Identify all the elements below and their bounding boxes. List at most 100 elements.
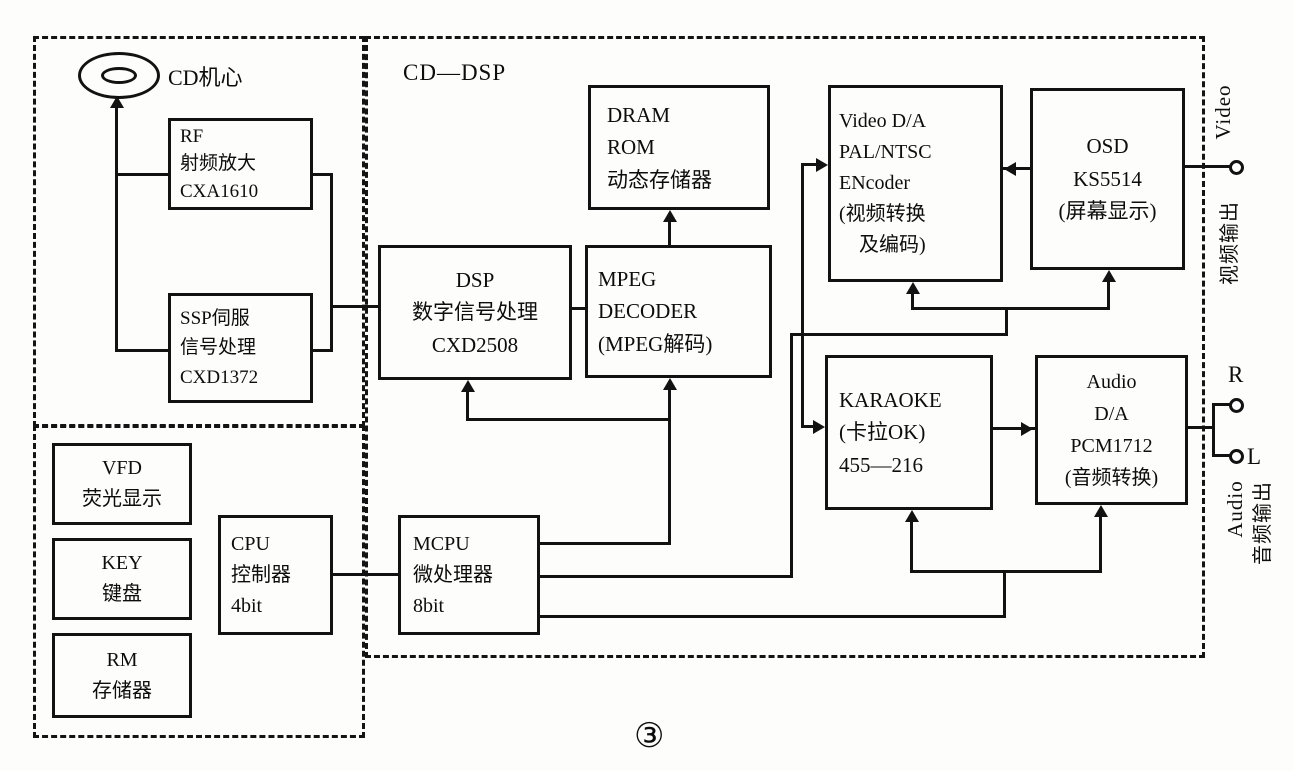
block-line: 微处理器 [413,563,493,586]
block-line: 控制器 [231,563,291,586]
video-output-label-en: Video [1211,84,1235,140]
arrowhead [1021,422,1033,436]
connector [540,615,1006,618]
block-line: (音频转换) [1064,467,1159,489]
block-line: (视频转换 [839,203,926,225]
connector [668,387,671,545]
block-line: 键盘 [102,583,142,605]
connector [313,349,333,352]
video-output-label-cn: 视频输出 [1219,201,1241,285]
block-line: 荧光显示 [82,488,162,510]
block-line: 存储器 [92,679,152,702]
arrowhead [1004,162,1016,176]
arrowhead [1102,270,1116,282]
block-line: (MPEG解码) [598,331,713,356]
block-line: D/A [1094,403,1129,425]
cd-core-label: CD机心 [168,65,243,90]
audio-output-label-cn: 音频输出 [1252,481,1274,565]
block-line: Audio [1086,371,1137,393]
connector [1005,307,1008,336]
block-line: RM [106,648,138,671]
connector [1107,279,1110,310]
arrowhead [663,210,677,222]
block-line: ROM [607,135,655,160]
block-line: 动态存储器 [607,167,712,192]
block-line: DECODER [598,299,698,324]
connector [1003,570,1006,618]
connector [466,418,671,421]
connector [1188,426,1215,429]
block-audio-da: Audio D/A PCM1712 (音频转换) [1035,355,1188,505]
connector [1099,514,1102,573]
block-line: 射频放大 [180,153,257,175]
connector [540,542,671,545]
audio-r-label: R [1228,362,1244,387]
arrowhead [816,158,828,172]
block-karaoke: KARAOKE (卡拉OK) 455—216 [825,355,993,510]
block-line: Video D/A [839,110,927,132]
arrowhead [663,378,677,390]
connector [910,570,1102,573]
arrowhead [1094,505,1108,517]
block-line: 8bit [413,594,445,617]
block-vfd: VFD 荧光显示 [52,443,192,525]
connector [572,307,585,310]
connector [466,389,469,421]
connector [801,163,819,166]
block-dram: DRAM ROM 动态存储器 [588,85,770,210]
video-output-terminal [1229,160,1244,175]
arrowhead [905,510,919,522]
block-line: 4bit [231,594,263,617]
connector [115,103,118,352]
arrowhead [461,380,475,392]
block-line: CPU [231,532,270,555]
connector [801,163,804,427]
connector [910,519,913,573]
audio-r-terminal [1229,398,1244,413]
connector [1212,403,1215,457]
block-line: SSP伺服 [180,307,250,329]
connector [668,219,671,245]
audio-l-terminal [1229,449,1244,464]
arrowhead [906,282,920,294]
block-line: CXD2508 [431,332,519,357]
block-line: DSP [455,267,495,292]
block-dsp: DSP 数字信号处理 CXD2508 [378,245,572,380]
block-line: KARAOKE [839,387,942,412]
block-line: (屏幕显示) [1058,199,1157,224]
block-line: PCM1712 [1070,435,1153,457]
connector [911,307,1110,310]
block-line: (卡拉OK) [839,420,926,445]
block-line: MCPU [413,532,470,555]
block-line: KS5514 [1073,166,1142,191]
connector [115,173,168,176]
block-line: DRAM [607,102,671,127]
block-mcpu: MCPU 微处理器 8bit [398,515,540,635]
connector [993,427,1035,430]
connector [801,425,815,428]
arrowhead [110,96,124,108]
block-line: CXD1372 [180,366,259,388]
block-line: 数字信号处理 [412,300,538,325]
block-key: KEY 键盘 [52,538,192,620]
block-ssp: SSP伺服 信号处理 CXD1372 [168,293,313,403]
connector [911,291,914,310]
audio-output-label-en: Audio [1223,480,1247,538]
arrowhead [813,420,825,434]
connector [790,333,793,578]
connector [313,173,333,176]
connector [1212,454,1231,457]
block-line: ENcoder [839,172,911,194]
connector [1212,403,1231,406]
block-line: OSD [1086,134,1129,159]
connector [790,333,1008,336]
audio-l-label: L [1247,444,1262,469]
block-rm: RM 存储器 [52,633,192,718]
block-line: 455—216 [839,452,923,477]
connector [330,173,333,352]
block-line: KEY [101,552,143,574]
block-video-da-encoder: Video D/A PAL/NTSC ENcoder (视频转换 及编码) [828,85,1003,282]
connector [115,349,168,352]
block-osd: OSD KS5514 (屏幕显示) [1030,88,1185,270]
